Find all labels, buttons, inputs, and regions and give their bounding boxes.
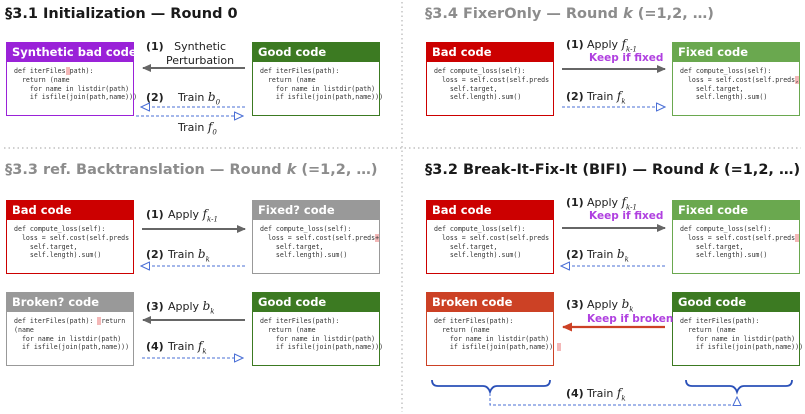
step-label-train-bk: Train bk: [587, 247, 629, 264]
step-number: (3): [146, 300, 164, 313]
step-label-train-fk: Train fk: [587, 89, 626, 106]
keep-if-broken-label: Keep if broken: [587, 313, 674, 325]
step-number: (2): [566, 90, 584, 103]
step-number: (2): [146, 91, 164, 104]
code-snippet: def iterFiles(path): return (name for na…: [427, 312, 562, 352]
code-snippet: def compute_loss(self): loss = self.cost…: [680, 67, 800, 102]
step-label-apply-bk: Apply bk: [587, 297, 634, 314]
step-label-train-f0: Train f0: [178, 120, 217, 137]
code-snippet: def compute_loss(self): loss = self.cost…: [14, 225, 130, 260]
step-number: (1): [566, 38, 584, 51]
box-header: Good code: [253, 293, 379, 312]
step-label-apply-bk: Apply bk: [168, 299, 215, 316]
box-header: Good code: [673, 293, 799, 312]
step-number: (2): [146, 248, 164, 261]
keep-if-fixed-label: Keep if fixed: [589, 52, 664, 64]
step-number: (2): [566, 248, 584, 261]
step-label-synthetic-perturbation: Synthetic Perturbation: [166, 40, 235, 67]
good-code-box: Good code def iterFiles(path): return (n…: [252, 42, 384, 116]
box-header: Broken? code: [7, 293, 133, 312]
brace-left: [431, 379, 551, 395]
step-number: (3): [566, 298, 584, 311]
box-header: Bad code: [7, 201, 133, 220]
box-header: Synthetic bad code: [7, 43, 137, 62]
code-snippet: def compute_loss(self): loss = self.cost…: [434, 67, 550, 102]
bt-broken-question-code-box: Broken? code def iterFiles(path): return…: [6, 292, 134, 366]
fo-bad-code-box: Bad code def compute_loss(self): loss = …: [426, 42, 554, 116]
box-header: Bad code: [427, 201, 553, 220]
code-snippet: def iterFiles(path): return (name for na…: [14, 317, 130, 352]
step-label-apply-fk-1: Apply fk-1: [587, 195, 637, 212]
step-label-train-fk: Train fk: [168, 339, 207, 356]
step-number: (4): [146, 340, 164, 353]
step-label-apply-fk-1: Apply fk-1: [587, 37, 637, 54]
box-header: Bad code: [427, 43, 553, 62]
synthetic-bad-code-box: Synthetic bad code def iterFiles path): …: [6, 42, 138, 116]
code-snippet: def iterFiles(path): return (name for na…: [680, 317, 804, 352]
step-label-train-b0: Train b0: [178, 90, 221, 107]
bifi-broken-code-box: Broken code def iterFiles(path): return …: [426, 292, 562, 366]
section-title-bifi: §3.2 Break-It-Fix-It (BIFI) — Round k (=…: [425, 162, 801, 178]
bt-good-code-box: Good code def iterFiles(path): return (n…: [252, 292, 384, 366]
keep-if-fixed-label: Keep if fixed: [589, 210, 664, 222]
code-snippet: def iterFiles(path): return (name for na…: [260, 317, 384, 352]
section-title-backtranslation: §3.3 ref. Backtranslation — Round k (=1,…: [5, 162, 378, 178]
step-label-train-bk: Train bk: [168, 247, 210, 264]
bifi-fixed-code-box: Fixed code def compute_loss(self): loss …: [672, 200, 800, 274]
bifi-bad-code-box: Bad code def compute_loss(self): loss = …: [426, 200, 554, 274]
box-header: Fixed? code: [253, 201, 379, 220]
step-number: (1): [566, 196, 584, 209]
step-label-apply-fk-1: Apply fk-1: [168, 207, 218, 224]
box-header: Fixed code: [673, 43, 799, 62]
bifi-good-code-box: Good code def iterFiles(path): return (n…: [672, 292, 804, 366]
code-snippet: def iterFiles(path): return (name for na…: [260, 67, 384, 102]
bt-fixed-question-code-box: Fixed? code def compute_loss(self): loss…: [252, 200, 380, 274]
box-header: Broken code: [427, 293, 553, 312]
step-number: (1): [146, 208, 164, 221]
arrow-train-fk-connector: [489, 393, 737, 405]
step-number: (1): [146, 40, 164, 53]
code-snippet: def compute_loss(self): loss = self.cost…: [260, 225, 380, 260]
code-snippet: def compute_loss(self): loss = self.cost…: [673, 220, 800, 260]
section-title-fixeronly: §3.4 FixerOnly — Round k (=1,2, …): [425, 6, 714, 22]
box-header: Good code: [253, 43, 379, 62]
step-number: (4): [566, 387, 584, 400]
bt-bad-code-box: Bad code def compute_loss(self): loss = …: [6, 200, 134, 274]
code-snippet: def compute_loss(self): loss = self.cost…: [434, 225, 550, 260]
fo-fixed-code-box: Fixed code def compute_loss(self): loss …: [672, 42, 800, 116]
section-title-initialization: §3.1 Initialization — Round 0: [5, 6, 238, 22]
brace-right: [685, 379, 793, 395]
step-label-train-fk: Train fk: [587, 386, 626, 403]
code-snippet: def iterFiles path): return (name for na…: [14, 67, 138, 102]
box-header: Fixed code: [673, 201, 799, 220]
